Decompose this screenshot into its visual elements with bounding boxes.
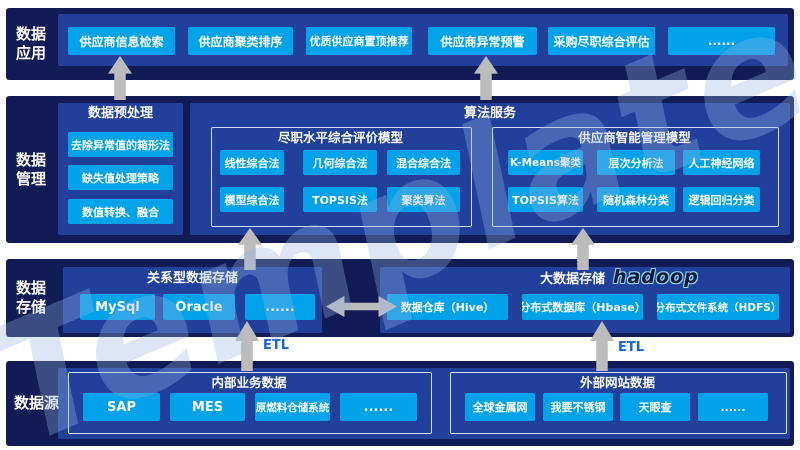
relational-box: ...... (245, 294, 315, 320)
model-intelligent-title: 供应商智能管理模型 (578, 130, 691, 145)
model-evaluation-box: 线性综合法 (220, 150, 284, 175)
bigdata-box: 分布式文件系统（HDFS） (657, 294, 779, 320)
panel-application (58, 14, 788, 66)
panel-bigdata-title-row: 大数据存储 hadoop (540, 265, 699, 289)
preprocess-box: 缺失值处理策略 (68, 165, 173, 190)
double-arrow-icon (326, 296, 397, 317)
application-box: ...... (668, 27, 775, 55)
panel-relational-title: 关系型数据存储 (146, 271, 238, 286)
external-data-frame (450, 372, 787, 434)
model-evaluation-box: TOPSIS法 (303, 187, 377, 212)
model-intelligent-box: 逻辑回归分类 (683, 187, 760, 212)
layer-label-storage: 数据存储 (16, 279, 47, 316)
model-evaluation-frame (211, 127, 472, 227)
bigdata-box: 分布式数据库（Hbase） (522, 294, 643, 320)
internal-box: 原燃料仓储系统 (255, 393, 330, 421)
relational-box: MySql (80, 294, 155, 320)
external-box: 我要不锈钢 (543, 393, 613, 421)
model-intelligent-frame (492, 127, 779, 227)
layer-label-application: 数据应用 (16, 25, 47, 62)
model-evaluation-box: 几何综合法 (303, 150, 377, 175)
application-box: 供应商聚类排序 (188, 27, 293, 55)
preprocess-box: 去除异常值的箱形法 (68, 132, 173, 157)
layer-label-management: 数据管理 (16, 150, 47, 188)
preprocess-box: 数值转换、融合 (68, 199, 173, 224)
internal-box: ...... (340, 393, 417, 421)
internal-box: SAP (83, 393, 160, 421)
panel-algorithm-title: 算法服务 (463, 106, 516, 121)
model-intelligent-box: 层次分析法 (597, 150, 675, 175)
model-evaluation-box: 混合综合法 (387, 150, 460, 175)
model-intelligent-box: 人工神经网络 (683, 150, 760, 175)
model-evaluation-box: 模型综合法 (220, 187, 284, 212)
internal-data-frame (68, 372, 432, 434)
etl-label: ETL (618, 340, 645, 355)
internal-box: MES (170, 393, 245, 421)
panel-bigdata-title: 大数据存储 (540, 271, 606, 287)
model-intelligent-box: K-Means聚类 (508, 150, 583, 175)
model-evaluation-box: 聚类算法 (387, 187, 460, 212)
model-intelligent-box: TOPSIS算法 (508, 187, 583, 212)
application-box: 供应商异常预警 (428, 27, 537, 55)
model-intelligent-box: 随机森林分类 (597, 187, 675, 212)
bigdata-box: 数据仓库（Hive） (387, 294, 508, 320)
application-box: 供应商信息检索 (68, 27, 175, 55)
relational-box: Oracle (163, 294, 235, 320)
external-data-title: 外部网站数据 (579, 375, 655, 390)
hadoop-logo: hadoop (613, 266, 699, 288)
application-box: 优质供应商置顶推荐 (306, 27, 412, 55)
panel-preprocess-title: 数据预处理 (87, 106, 153, 121)
external-box: 天眼查 (620, 393, 690, 421)
etl-label: ETL (263, 338, 290, 353)
internal-data-title: 内部业务数据 (211, 375, 287, 390)
external-box: 全球金属网 (465, 393, 535, 421)
layer-label-source: 数据源 (14, 394, 60, 413)
model-evaluation-title: 尽职水平综合评价模型 (277, 130, 403, 145)
application-box: 采购尽职综合评估 (548, 27, 655, 55)
external-box: ...... (698, 393, 768, 421)
